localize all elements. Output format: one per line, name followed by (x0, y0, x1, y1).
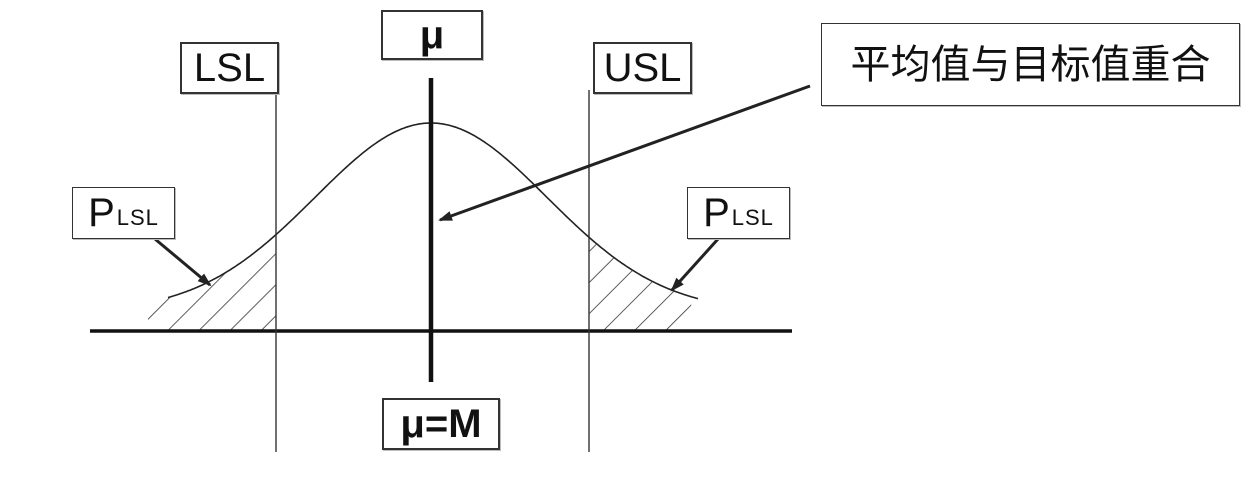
lower-tail-hatch (148, 240, 276, 331)
lsl-label: LSL (180, 42, 279, 94)
usl-label-text: USL (603, 46, 682, 90)
p-right-arrow (670, 237, 720, 292)
p-lower-main: P (88, 191, 115, 235)
mu-equals-m-label: μ=M (382, 398, 500, 450)
mu-label: μ (381, 10, 483, 60)
mean-target-note: 平均值与目标值重合 (821, 23, 1240, 106)
p-lower-sub: LSL (116, 205, 159, 230)
upper-tail-hatch (589, 240, 692, 331)
p-upper-main: P (703, 191, 730, 235)
note-arrow (438, 84, 811, 222)
mean-target-note-text: 平均值与目标值重合 (850, 42, 1211, 87)
usl-label: USL (593, 42, 692, 94)
lsl-label-text: LSL (193, 46, 266, 90)
mu-label-text: μ (419, 13, 445, 57)
p-left-arrow (154, 237, 212, 287)
mu-equals-m-text: μ=M (400, 402, 482, 446)
p-upper-sub: LSL (731, 205, 774, 230)
